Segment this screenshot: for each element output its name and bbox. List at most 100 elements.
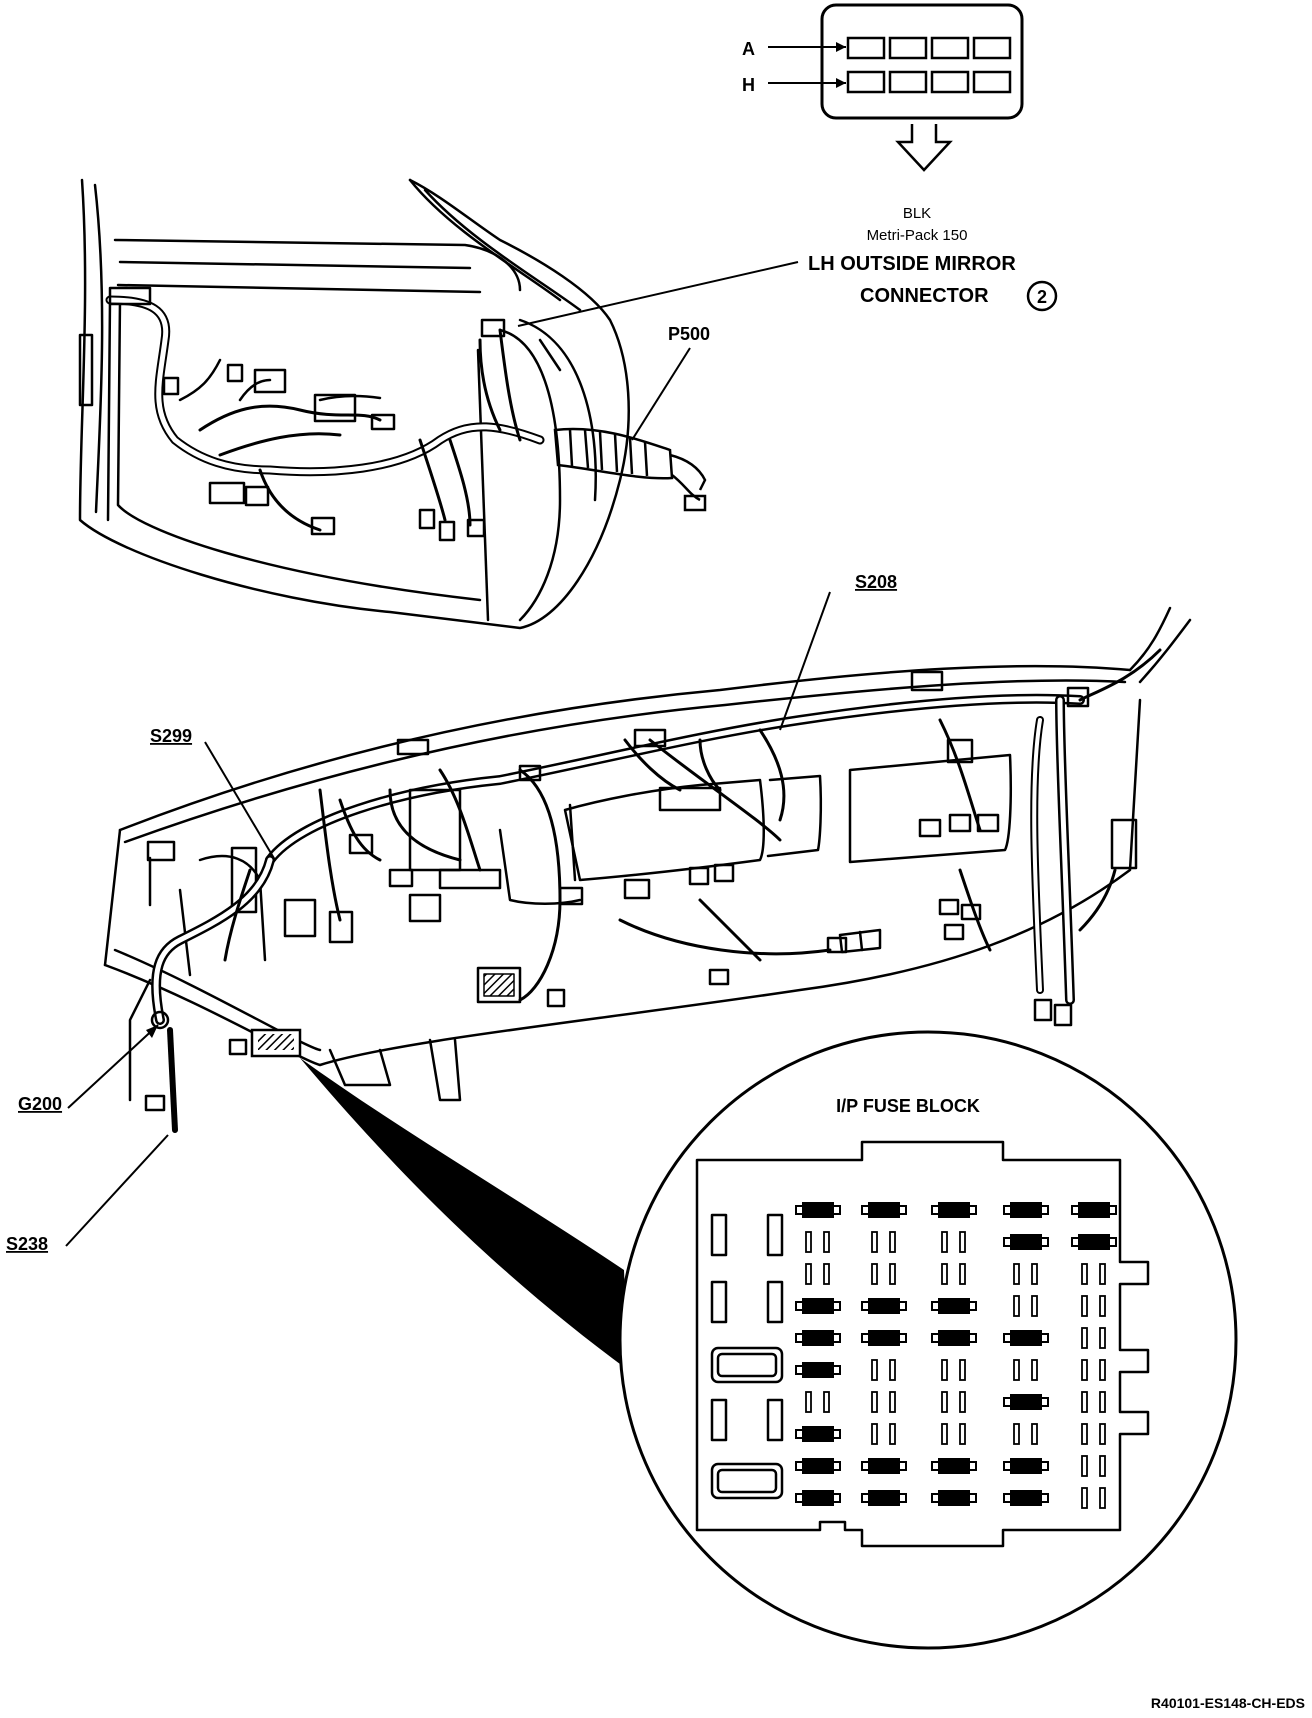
fuse-cavity — [1081, 1455, 1088, 1477]
fuse — [1010, 1202, 1042, 1218]
fuse-cavity — [1013, 1295, 1020, 1317]
zoom-wedge — [300, 1058, 628, 1370]
fuse-cavity — [1081, 1487, 1088, 1509]
fuse-terminal — [1003, 1237, 1049, 1247]
s208-label: S208 — [855, 572, 897, 592]
fuse-cavity — [959, 1359, 966, 1381]
fuse-cavity — [1031, 1359, 1038, 1381]
fuse — [1010, 1394, 1042, 1410]
connector-number: 2 — [1037, 287, 1047, 307]
fuse-cavity — [959, 1263, 966, 1285]
fuse-cavity — [1081, 1263, 1088, 1285]
fuse-terminal — [1003, 1493, 1049, 1503]
g200-label: G200 — [18, 1094, 62, 1114]
fuse-cavity — [1099, 1455, 1106, 1477]
s299-label: S299 — [150, 726, 192, 746]
fuse — [802, 1202, 834, 1218]
fuse-cavity — [941, 1231, 948, 1253]
fuse-terminal — [1003, 1333, 1049, 1343]
fuse — [868, 1490, 900, 1506]
fuse-cavity — [1081, 1391, 1088, 1413]
fuse-cavity — [1031, 1423, 1038, 1445]
s238-leader-line — [65, 1134, 169, 1247]
fuse-terminal — [1003, 1205, 1049, 1215]
fuse-cavity — [889, 1231, 896, 1253]
fuse-cavity — [1081, 1423, 1088, 1445]
fuse — [938, 1202, 970, 1218]
fuse-grid — [795, 1202, 1117, 1509]
connector-title-line2: CONNECTOR — [860, 285, 989, 307]
fuse-cavity — [959, 1231, 966, 1253]
fuse — [1078, 1234, 1110, 1250]
fuse — [938, 1330, 970, 1346]
fuse-terminal — [931, 1493, 977, 1503]
fuse-terminal — [795, 1493, 841, 1503]
fuse-cavity — [1099, 1295, 1106, 1317]
fuse-terminal — [1003, 1461, 1049, 1471]
fuse-cavity — [889, 1423, 896, 1445]
connector-type-label: Metri-Pack 150 — [867, 227, 968, 244]
fuse-cavity — [823, 1391, 830, 1413]
fuse-cavity — [959, 1391, 966, 1413]
fuse-cavity — [871, 1359, 878, 1381]
fuse-cavity — [941, 1359, 948, 1381]
fuse-terminal — [795, 1333, 841, 1343]
connector-number-circle — [1026, 280, 1058, 312]
fuse-terminal — [795, 1429, 841, 1439]
fuse-terminal — [795, 1461, 841, 1471]
fuse — [1010, 1458, 1042, 1474]
fuse-cavity — [1081, 1295, 1088, 1317]
door-harness — [105, 286, 545, 542]
fuse-terminal — [795, 1365, 841, 1375]
fuse-cavity — [1013, 1359, 1020, 1381]
fuse-terminal — [795, 1301, 841, 1311]
s208-leader-line — [779, 591, 831, 731]
fuse-block-detail-circle — [618, 1030, 1238, 1650]
fuse-cavity — [823, 1263, 830, 1285]
fuse-cavity — [1081, 1327, 1088, 1349]
fuse-cavity — [1099, 1359, 1106, 1381]
fuse-cavity — [1099, 1391, 1106, 1413]
fuse-cavity — [823, 1231, 830, 1253]
fuse — [938, 1458, 970, 1474]
fuse — [802, 1298, 834, 1314]
fuse-cavity — [1031, 1295, 1038, 1317]
fuse-terminal — [1003, 1397, 1049, 1407]
fuse — [938, 1298, 970, 1314]
fuse-terminal — [861, 1205, 907, 1215]
fuse — [1078, 1202, 1110, 1218]
fuse-cavity — [1099, 1487, 1106, 1509]
p500-grommet — [553, 427, 707, 512]
pin-h-label: H — [742, 75, 755, 95]
ip-harness — [128, 648, 1162, 1133]
fuse-cavity — [941, 1391, 948, 1413]
fuse-cavity — [1081, 1359, 1088, 1381]
fuse-cavity — [889, 1359, 896, 1381]
s238-label: S238 — [6, 1234, 48, 1254]
g200-ground-point — [150, 1010, 170, 1030]
connector-title-line1: LH OUTSIDE MIRROR — [808, 253, 1016, 275]
fuse-cavity — [941, 1423, 948, 1445]
fuse-cavity — [959, 1423, 966, 1445]
fuse-cavity — [1099, 1327, 1106, 1349]
fuse-terminal — [861, 1333, 907, 1343]
fuse-cavity — [871, 1423, 878, 1445]
fuse-block-body — [695, 1140, 1150, 1548]
fuse-terminal — [931, 1333, 977, 1343]
fuse-cavity — [805, 1231, 812, 1253]
fuse-cavity — [1013, 1263, 1020, 1285]
p500-leader-line — [631, 347, 691, 441]
fuse — [802, 1490, 834, 1506]
fuse — [802, 1426, 834, 1442]
fuse-terminal — [1071, 1237, 1117, 1247]
door-drawing — [78, 178, 630, 630]
fuse-cavity — [1031, 1263, 1038, 1285]
fuse-cavity — [1013, 1423, 1020, 1445]
fuse — [868, 1458, 900, 1474]
fuse-terminal — [931, 1301, 977, 1311]
p500-label: P500 — [668, 324, 710, 344]
fuse — [868, 1330, 900, 1346]
fuse — [802, 1330, 834, 1346]
